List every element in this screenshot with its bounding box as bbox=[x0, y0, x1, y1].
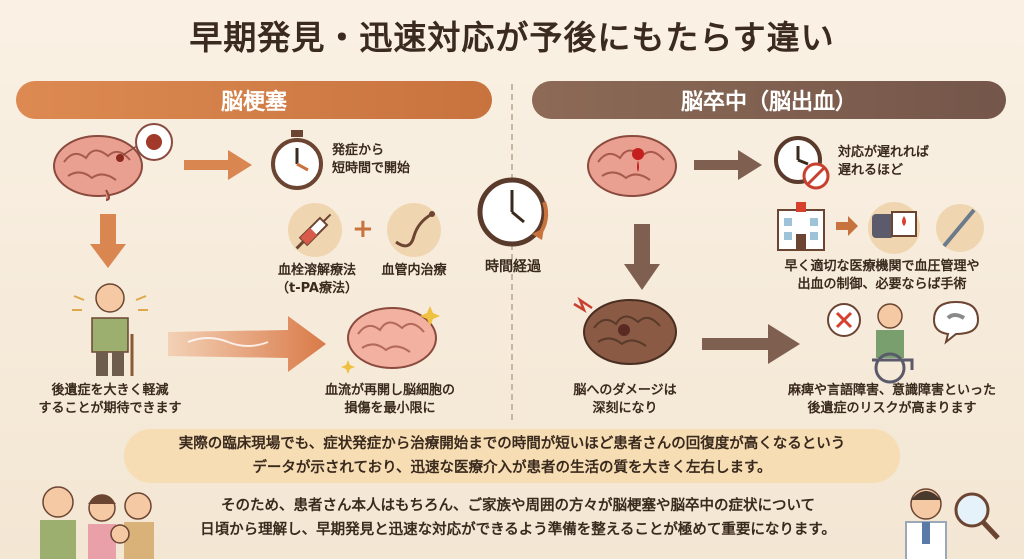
reperfusion-label: 血流が再開し脳細胞の 損傷を最小限に bbox=[324, 383, 455, 416]
doctor-magnifier-illustration bbox=[905, 488, 1000, 559]
arrow-right-icon-2 bbox=[694, 150, 762, 180]
plus-icon: + bbox=[352, 214, 374, 244]
page-title: 早期発見・迅速対応が予後にもたらす違い bbox=[189, 18, 835, 57]
syringe-icon bbox=[288, 203, 342, 257]
brain-bleed-icon bbox=[587, 135, 677, 197]
stopwatch-icon bbox=[271, 130, 323, 190]
cerebral-infarction-header: 脳梗塞 bbox=[16, 81, 492, 119]
time-label: 時間経過 bbox=[485, 259, 541, 275]
clinical-note-line2: データが示されており、迅速な医療介入が患者の生活の質を大きく左右します。 bbox=[252, 460, 772, 476]
disabled-patient-icon bbox=[827, 300, 980, 384]
endovascular-label: 血管内治療 bbox=[381, 263, 447, 278]
conclusion-text: そのため、患者さん本人はもちろん、ご家族や周囲の方々が脳梗塞や脳卒中の症状につい… bbox=[158, 494, 878, 542]
blood-flow-arrow-icon bbox=[168, 316, 326, 372]
catheter-icon bbox=[387, 203, 441, 257]
clock-prohibited-icon bbox=[774, 136, 830, 190]
onset-label: 発症から 短時間で開始 bbox=[332, 143, 411, 176]
recovered-elderly-man-icon bbox=[72, 283, 148, 376]
arrow-down-icon bbox=[90, 214, 126, 268]
healthy-brain-icon bbox=[341, 306, 440, 374]
early-care-label: 早く適切な医療機関で血圧管理や 出血の制御、必要ならば手術 bbox=[784, 259, 980, 292]
delay-label: 対応が遅れれば 遅れるほど bbox=[838, 145, 930, 178]
brain-clot-icon bbox=[53, 123, 173, 201]
damaged-brain-icon bbox=[573, 296, 677, 365]
tpa-label: 血栓溶解療法 （t-PA療法） bbox=[275, 263, 358, 296]
arrow-down-icon-2 bbox=[624, 224, 660, 290]
clock-icon bbox=[477, 177, 549, 247]
clinical-note-box: 実際の臨床現場でも、症状発症から治療開始までの時間が短いほど患者さんの回復度が高… bbox=[124, 429, 900, 483]
cerebral-hemorrhage-header: 脳卒中（脳出血） bbox=[532, 81, 1006, 119]
hospital-care-icons bbox=[777, 202, 984, 254]
family-illustration bbox=[40, 486, 154, 559]
expect-label: 後遺症を大きく軽減 することが期待できます bbox=[38, 383, 182, 416]
risk-label: 麻痺や言語障害、意識障害といった 後遺症のリスクが高まります bbox=[787, 383, 996, 416]
conclusion-line1: そのため、患者さん本人はもちろん、ご家族や周囲の方々が脳梗塞や脳卒中の症状につい… bbox=[220, 498, 816, 514]
conclusion-line2: 日頃から理解し、早期発見と迅速な対応ができるよう準備を整えることが極めて重要にな… bbox=[200, 522, 836, 538]
damage-label: 脳へのダメージは 深刻になり bbox=[573, 383, 677, 416]
center-divider bbox=[511, 84, 513, 420]
clinical-note-line1: 実際の臨床現場でも、症状発症から治療開始までの時間が短いほど患者さんの回復度が高… bbox=[178, 436, 846, 452]
arrow-right-icon-3 bbox=[702, 324, 800, 364]
arrow-right-icon bbox=[184, 150, 252, 180]
